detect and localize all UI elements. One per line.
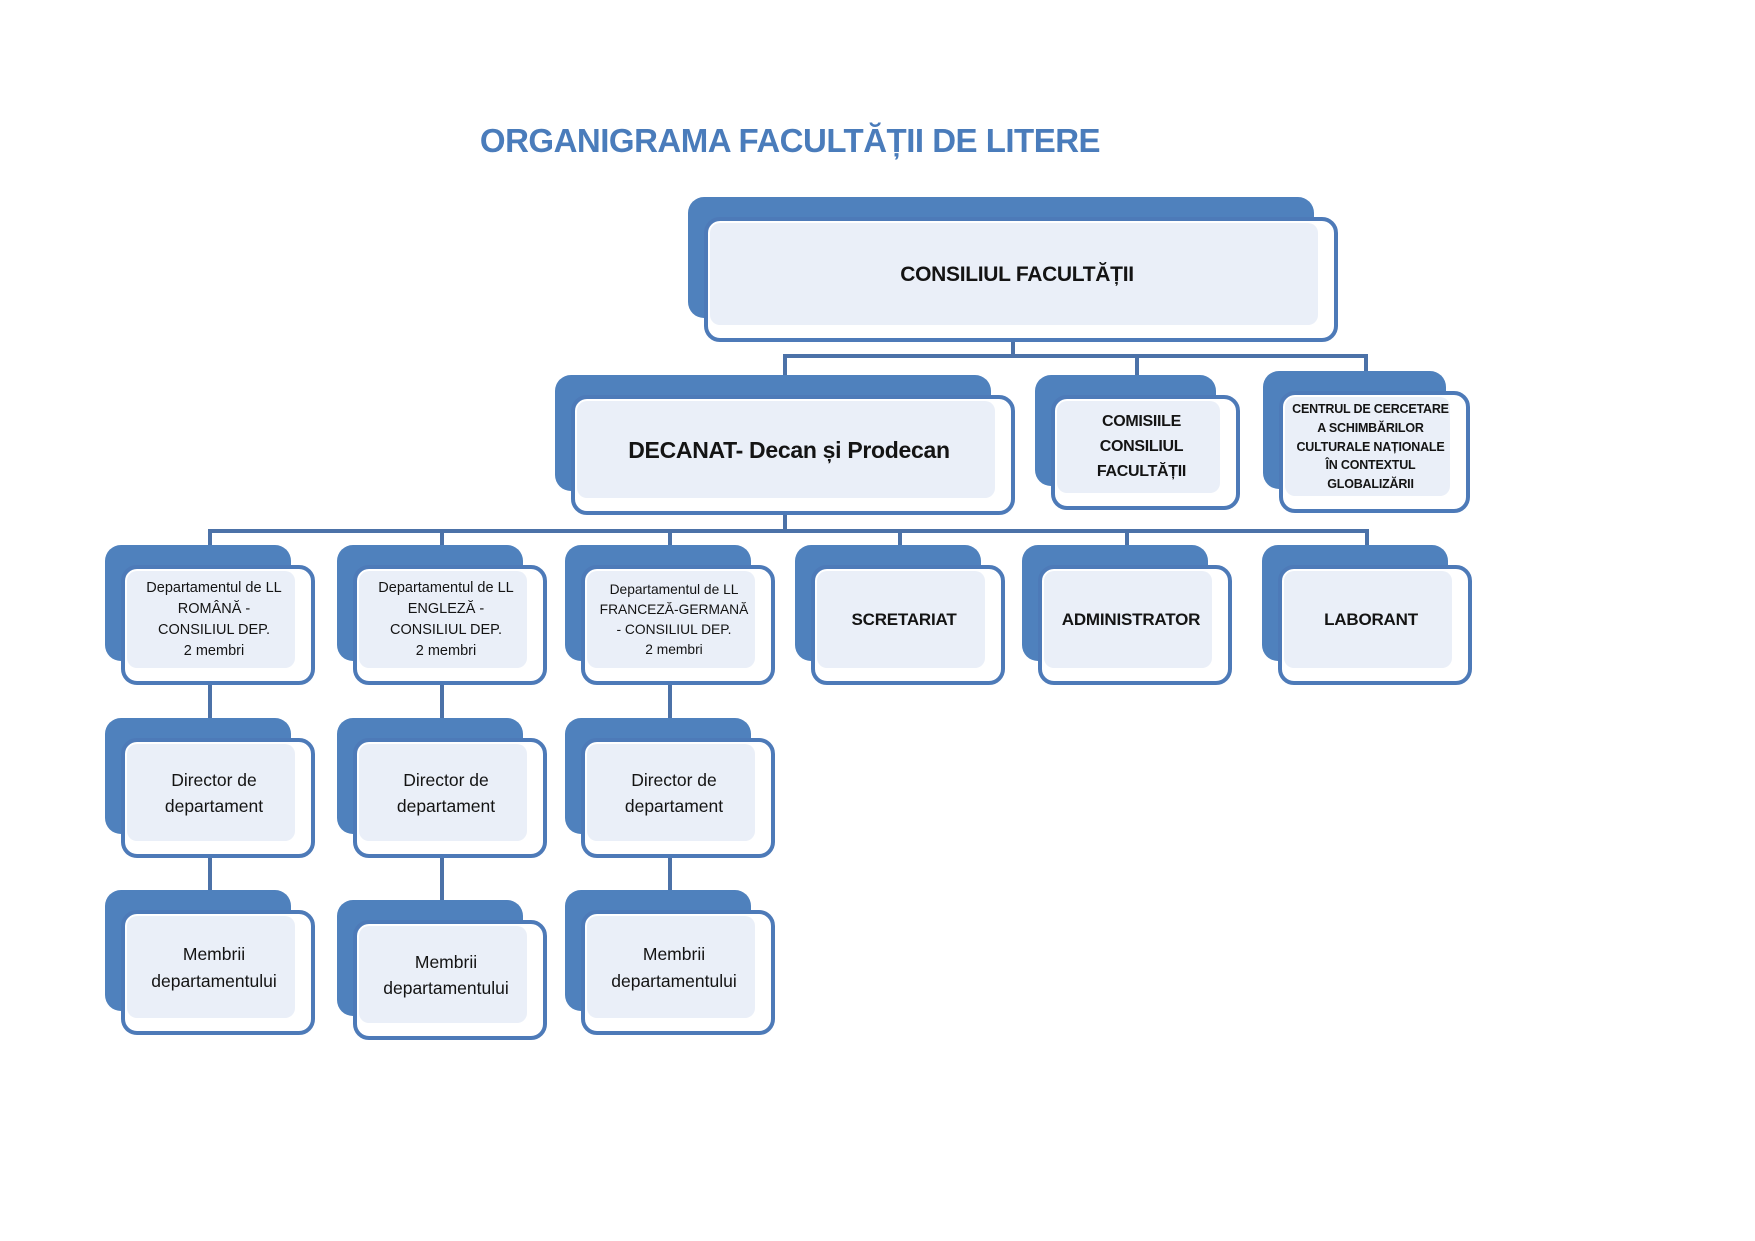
node-label: LABORANT xyxy=(1324,610,1418,629)
card-fill xyxy=(127,916,295,1018)
card-fill xyxy=(587,571,755,668)
node-director-franceza: Director de departament xyxy=(565,718,775,858)
node-label: Membrii departamentului xyxy=(611,944,737,991)
card-fill xyxy=(359,571,527,668)
card-frame: DECANAT- Decan și Prodecan xyxy=(571,395,1015,515)
connector-level2-bus xyxy=(783,354,1368,358)
card-fill xyxy=(359,744,527,841)
card-frame: SCRETARIAT xyxy=(811,565,1005,685)
node-director-romana: Director de departament xyxy=(105,718,315,858)
node-label: Departamentul de LL ENGLEZĂ - CONSILIUL … xyxy=(378,579,514,660)
card-fill xyxy=(710,223,1318,325)
card-fill xyxy=(1044,571,1212,668)
card-fill xyxy=(1285,397,1450,496)
connector-director3-membrii xyxy=(668,825,672,903)
card-frame: COMISIILE CONSILIUL FACULTĂȚII xyxy=(1051,395,1240,510)
card-frame: CENTRUL DE CERCETARE A SCHIMBĂRILOR CULT… xyxy=(1279,391,1470,513)
node-label: Director de departament xyxy=(396,769,496,816)
node-label: Departamentul de LL FRANCEZĂ-GERMANĂ - C… xyxy=(599,582,749,657)
card-frame: CONSILIUL FACULTĂȚII xyxy=(704,217,1338,342)
node-comisiile: COMISIILE CONSILIUL FACULTĂȚII xyxy=(1035,375,1240,510)
card-frame: Departamentul de LL FRANCEZĂ-GERMANĂ - C… xyxy=(581,565,775,685)
connector-drop-dept-engleza xyxy=(440,529,444,557)
node-label: SCRETARIAT xyxy=(851,610,957,629)
connector-drop-dept-franceza xyxy=(668,529,672,557)
card-frame: LABORANT xyxy=(1278,565,1472,685)
node-label: ADMINISTRATOR xyxy=(1061,610,1201,629)
card-frame: Director de departament xyxy=(581,738,775,858)
connector-drop-centrul xyxy=(1364,354,1368,382)
node-membrii-romana: Membrii departamentului xyxy=(105,890,315,1035)
page-title: ORGANIGRAMA FACULTĂȚII DE LITERE xyxy=(479,122,1101,159)
node-label: Departamentul de LL ROMÂNĂ - CONSILIUL D… xyxy=(146,579,282,660)
card-fill xyxy=(587,916,755,1018)
card-fill xyxy=(359,926,527,1023)
card-fill xyxy=(127,571,295,668)
card-fill xyxy=(577,401,995,498)
connector-engleza-director xyxy=(440,652,444,730)
node-dept-romana: Departamentul de LL ROMÂNĂ - CONSILIUL D… xyxy=(105,545,315,685)
card-fill xyxy=(1057,401,1220,493)
node-label: Membrii departamentului xyxy=(383,951,509,998)
connector-romana-director xyxy=(208,652,212,730)
node-dept-franceza-germana: Departamentul de LL FRANCEZĂ-GERMANĂ - C… xyxy=(565,545,775,685)
node-director-engleza: Director de departament xyxy=(337,718,547,858)
connector-drop-secretariat xyxy=(898,529,902,557)
node-label: CENTRUL DE CERCETARE A SCHIMBĂRILOR CULT… xyxy=(1292,402,1449,492)
node-membrii-franceza: Membrii departamentului xyxy=(565,890,775,1035)
card-fill xyxy=(817,571,985,668)
node-label: Director de departament xyxy=(624,769,724,816)
node-membrii-engleza: Membrii departamentului xyxy=(337,900,547,1040)
card-frame: Departamentul de LL ENGLEZĂ - CONSILIUL … xyxy=(353,565,547,685)
card-fill xyxy=(127,744,295,841)
card-frame: Director de departament xyxy=(353,738,547,858)
node-laborant: LABORANT xyxy=(1262,545,1472,685)
node-secretariat: SCRETARIAT xyxy=(795,545,1005,685)
card-frame: ADMINISTRATOR xyxy=(1038,565,1232,685)
node-centrul-cercetare: CENTRUL DE CERCETARE A SCHIMBĂRILOR CULT… xyxy=(1263,371,1470,513)
connector-drop-decanat xyxy=(783,354,787,384)
connector-drop-comisiile xyxy=(1135,354,1139,384)
connector-drop-dept-romana xyxy=(208,529,212,557)
card-fill xyxy=(587,744,755,841)
card-frame: Membrii departamentului xyxy=(581,910,775,1035)
connector-level3-bus xyxy=(208,529,1369,533)
connector-franceza-director xyxy=(668,652,672,730)
connector-decanat-down xyxy=(783,498,787,533)
card-frame: Membrii departamentului xyxy=(353,920,547,1040)
node-dept-engleza: Departamentul de LL ENGLEZĂ - CONSILIUL … xyxy=(337,545,547,685)
connector-drop-administrator xyxy=(1125,529,1129,557)
connector-drop-laborant xyxy=(1365,529,1369,557)
connector-director1-membrii xyxy=(208,825,212,903)
node-label: COMISIILE CONSILIUL FACULTĂȚII xyxy=(1096,413,1187,480)
card-frame: Membrii departamentului xyxy=(121,910,315,1035)
node-administrator: ADMINISTRATOR xyxy=(1022,545,1232,685)
card-fill xyxy=(1284,571,1452,668)
card-frame: Director de departament xyxy=(121,738,315,858)
card-frame: Departamentul de LL ROMÂNĂ - CONSILIUL D… xyxy=(121,565,315,685)
node-label: DECANAT- Decan și Prodecan xyxy=(628,436,950,463)
node-consiliul-facultatii: CONSILIUL FACULTĂȚII xyxy=(688,197,1338,342)
node-label: CONSILIUL FACULTĂȚII xyxy=(900,262,1134,286)
node-label: Membrii departamentului xyxy=(151,944,277,991)
node-decanat: DECANAT- Decan și Prodecan xyxy=(555,375,1015,515)
node-label: Director de departament xyxy=(164,769,264,816)
connector-director2-membrii xyxy=(440,825,444,913)
